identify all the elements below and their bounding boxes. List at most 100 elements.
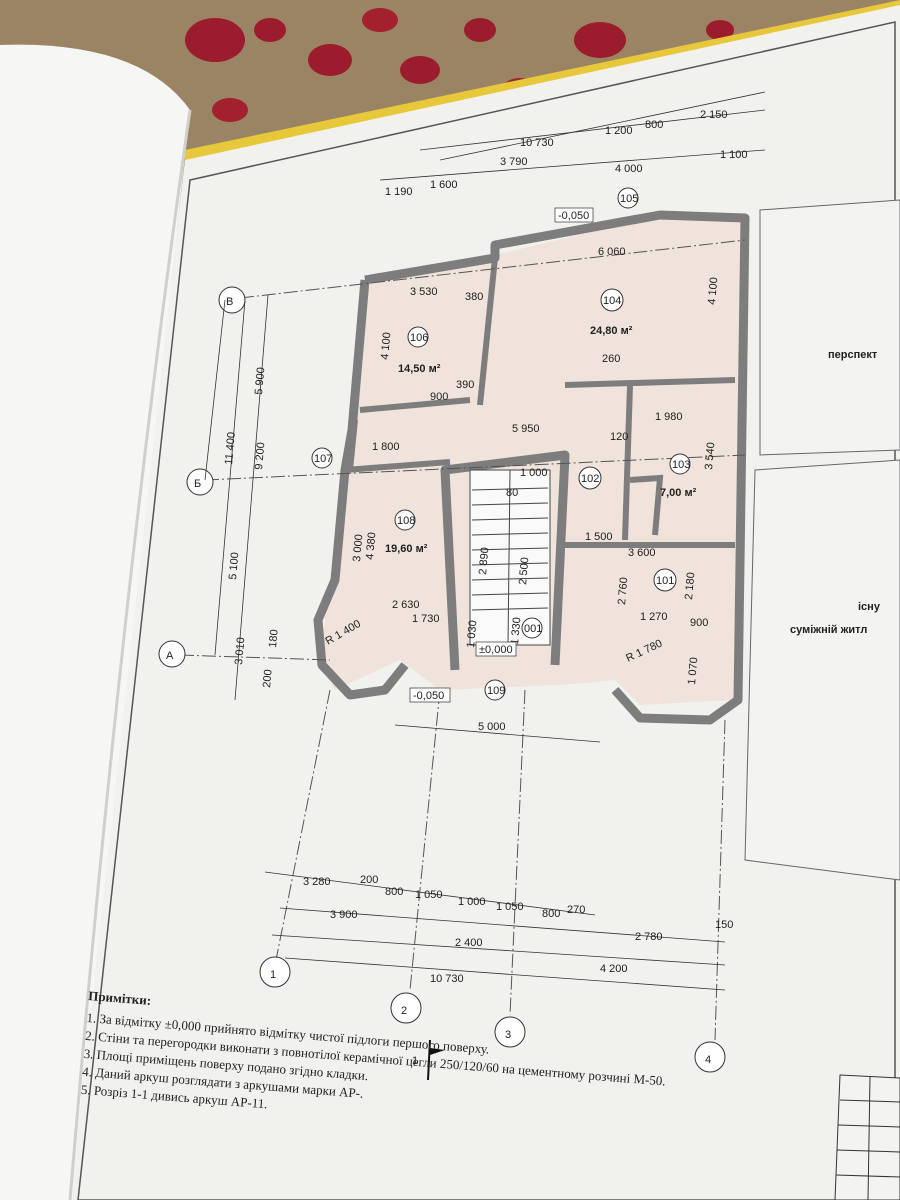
axis-number-4: 4 <box>705 1054 711 1066</box>
room-104-area: 24,80 м² <box>590 325 633 337</box>
room-103-area: 7,00 м² <box>660 487 697 499</box>
bottom-row1-6: 800 <box>542 908 560 920</box>
left-dim-1: 11 400 <box>223 432 238 466</box>
room-106-id: 106 <box>410 332 428 344</box>
section-mark: 1 <box>412 1039 445 1081</box>
inner-dim-24: 900 <box>430 391 448 403</box>
top-dim-c: 2 150 <box>700 109 728 121</box>
room-105-id: 105 <box>620 193 638 205</box>
top-dim-a: 1 200 <box>605 125 633 137</box>
inner-dim-22: 1 000 <box>520 467 548 479</box>
bottom-row1-0: 3 280 <box>303 876 331 888</box>
inner-dim-13: 1 070 <box>686 657 700 685</box>
bottom-row1-7: 270 <box>567 904 585 916</box>
inner-dim-9: 2 760 <box>616 577 630 605</box>
inner-dim-17: 1 730 <box>412 613 440 625</box>
top-dim-e: 4 000 <box>615 163 643 175</box>
axis-number-1: 1 <box>270 969 276 981</box>
adjacent-panel-bottom <box>744 459 900 881</box>
curled-page <box>0 44 190 1200</box>
bottom-row1-5: 1 050 <box>496 901 524 913</box>
top-dim-h: 1 600 <box>430 179 458 191</box>
inner-dim-12: 900 <box>690 617 708 629</box>
inner-dim-25: 390 <box>456 379 474 391</box>
bottom-total: 10 730 <box>430 973 464 985</box>
axis-markers: В Б А 1 2 3 4 <box>158 286 726 1073</box>
inner-dim-20: 2 500 <box>517 557 531 585</box>
room-108-area: 19,60 м² <box>385 543 428 555</box>
bottom-row1-4: 1 000 <box>458 896 486 908</box>
level-mark-3: -0,050 <box>413 690 444 702</box>
left-dim-2: 9 200 <box>253 442 267 470</box>
bottom-row1-3: 1 050 <box>415 889 443 901</box>
room-108-id: 108 <box>397 515 415 527</box>
drawing-frame <box>77 21 896 1200</box>
axis-letter-a: А <box>166 650 174 662</box>
axis-number-2: 2 <box>401 1005 407 1017</box>
room-101-id: 101 <box>656 575 674 587</box>
inner-dim-11: 1 270 <box>640 611 668 623</box>
left-dim-3: 5 900 <box>253 367 267 395</box>
inner-dim-28: 120 <box>610 431 628 443</box>
inner-dim-0: 3 530 <box>410 286 438 298</box>
room-106-area: 14,50 м² <box>398 363 441 375</box>
room-104-id: 104 <box>603 295 621 307</box>
bottom-row2-3: 150 <box>715 919 733 931</box>
axis-letter-v: В <box>226 296 233 308</box>
bottom-row2-2: 2 780 <box>635 931 663 943</box>
bottom-row2-0: 3 900 <box>330 909 358 921</box>
inner-dim-29: 380 <box>465 291 483 303</box>
adjacent-label-1: перспект <box>828 349 878 361</box>
inner-dim-2: 4 100 <box>379 332 393 360</box>
inner-dim-4: 5 950 <box>512 423 540 435</box>
room-107-id: 107 <box>314 453 332 465</box>
left-dimension-lines <box>204 294 269 701</box>
left-dim-6: 200 <box>261 669 275 688</box>
room-103-id: 103 <box>672 459 690 471</box>
inner-dim-27: 260 <box>602 353 620 365</box>
inner-dim-10: 2 180 <box>683 572 697 600</box>
inner-dim-6: 3 540 <box>703 442 717 470</box>
bottom-row3-0: 4 200 <box>600 963 628 975</box>
left-dim-4: 5 100 <box>227 552 241 580</box>
adjacent-panel-top <box>759 199 900 456</box>
inner-dimensions: 3 530 6 060 4 100 4 100 5 950 1 980 3 54… <box>324 246 721 685</box>
axis-lines <box>179 239 746 1041</box>
bottom-row1-2: 800 <box>385 886 403 898</box>
svg-text:1: 1 <box>412 1055 418 1067</box>
inner-dim-23: 80 <box>506 487 518 499</box>
inner-dim-5: 1 980 <box>655 411 683 423</box>
axis-letter-b: Б <box>194 478 201 490</box>
inner-dim-7: 1 500 <box>585 531 613 543</box>
inner-dim-15: 3 000 <box>351 534 365 562</box>
level-marks: -0,050 ±0,000 -0,050 <box>409 207 594 703</box>
inner-dim-19: 1 330 <box>509 617 523 645</box>
notes-title: Примітки: <box>88 988 152 1008</box>
room-102-id: 102 <box>581 473 599 485</box>
top-dim-b: 800 <box>645 119 663 131</box>
entry-dim: 5 000 <box>478 721 506 733</box>
inner-dim-18: 1 030 <box>465 620 479 648</box>
inner-dim-14: 4 380 <box>364 532 378 560</box>
entry-dim-line <box>394 724 601 743</box>
room-109-id: 109 <box>487 685 505 697</box>
inner-dim-21: 2 890 <box>477 547 491 575</box>
adjacent-label-3: суміжній житл <box>790 624 867 636</box>
bottom-dimension-lines <box>264 871 726 991</box>
inner-dim-3: 4 100 <box>706 277 720 305</box>
left-dim-7: 180 <box>267 629 281 648</box>
adjacent-label-2: існу <box>858 601 881 613</box>
top-dim-d: 3 790 <box>500 156 528 168</box>
top-dim-g: 1 190 <box>385 186 413 198</box>
left-dim-5: 3 010 <box>233 637 247 665</box>
room-labels: 106 14,50 м² 104 24,80 м² 107 108 19,60 … <box>311 187 697 701</box>
bottom-row2-1: 2 400 <box>455 937 483 949</box>
title-block <box>834 1074 900 1200</box>
level-mark-2: ±0,000 <box>479 644 513 656</box>
inner-dim-1: 6 060 <box>598 246 626 258</box>
inner-dim-16: 2 630 <box>392 599 420 611</box>
interior-walls <box>344 257 736 548</box>
staircase <box>469 469 551 646</box>
